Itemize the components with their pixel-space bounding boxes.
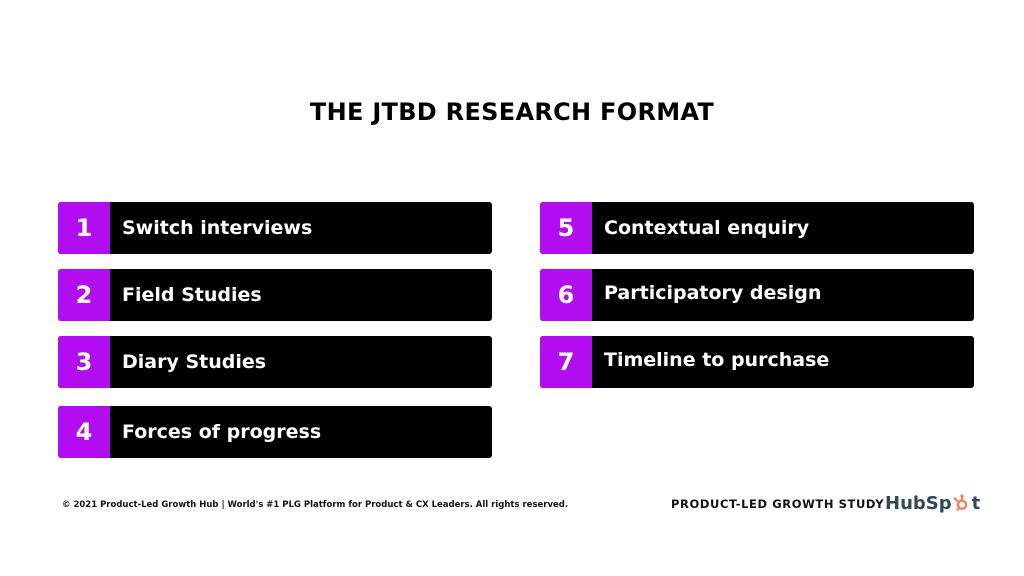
slide-title: THE JTBD RESEARCH FORMAT [309, 98, 715, 126]
item-label: Switch interviews [122, 217, 313, 239]
item-label: Field Studies [122, 284, 262, 306]
list-item-1: 1 Switch interviews [58, 202, 492, 254]
list-item-6: 6 Participatory design [540, 269, 974, 321]
hubspot-logo: HubSp t [885, 489, 980, 517]
item-number: 3 [58, 336, 110, 388]
list-item-3: 3 Diary Studies [58, 336, 492, 388]
item-number: 7 [540, 336, 592, 388]
item-number: 4 [58, 406, 110, 458]
item-label: Contextual enquiry [604, 217, 810, 239]
item-label: Participatory design [604, 282, 822, 304]
list-item-2: 2 Field Studies [58, 269, 492, 321]
item-label: Timeline to purchase [604, 349, 830, 371]
copyright-text: © 2021 Product-Led Growth Hub | World's … [62, 500, 569, 510]
hubspot-sprocket-icon [953, 494, 967, 512]
item-number: 1 [58, 202, 110, 254]
item-label: Forces of progress [122, 421, 322, 443]
list-item-4: 4 Forces of progress [58, 406, 492, 458]
item-number: 6 [540, 269, 592, 321]
study-label: PRODUCT-LED GROWTH STUDY [671, 497, 885, 511]
logo-text-part-2: t [971, 492, 981, 514]
item-label: Diary Studies [122, 351, 267, 373]
list-item-7: 7 Timeline to purchase [540, 336, 974, 388]
item-number: 5 [540, 202, 592, 254]
logo-text-part-1: HubSp [885, 492, 952, 514]
list-item-5: 5 Contextual enquiry [540, 202, 974, 254]
item-number: 2 [58, 269, 110, 321]
